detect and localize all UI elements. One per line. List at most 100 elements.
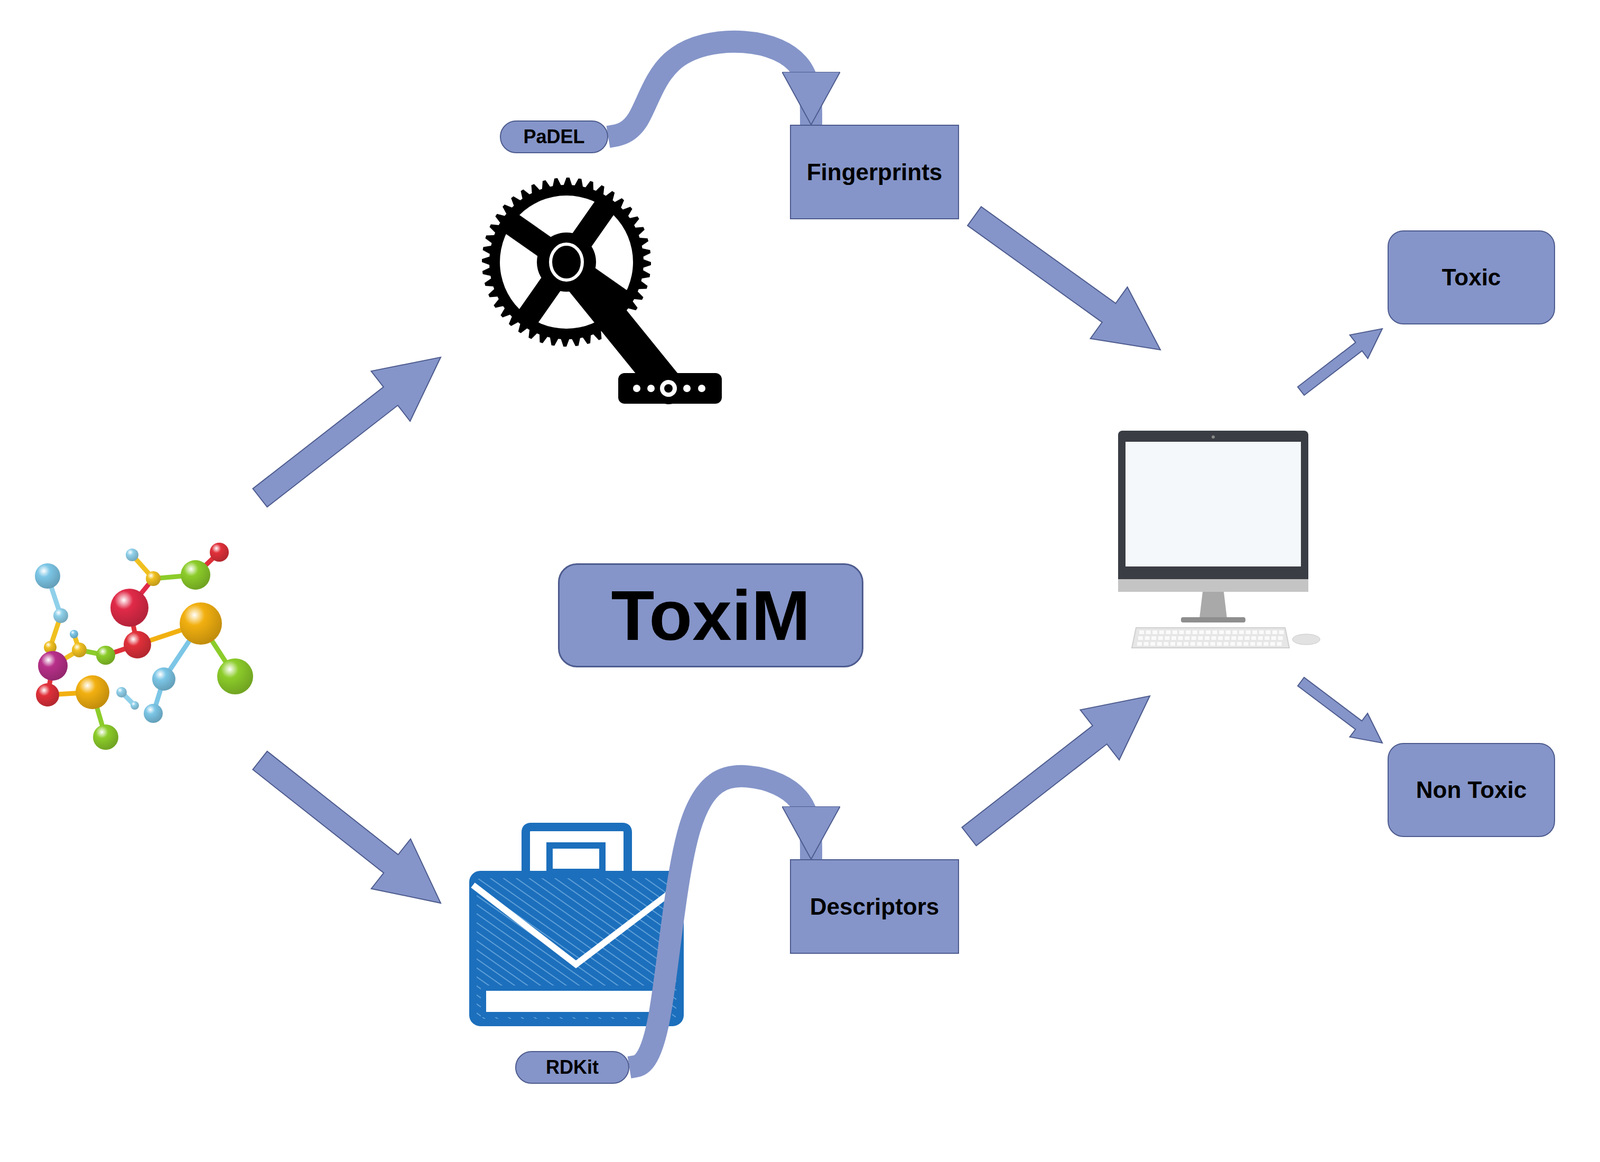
key <box>1231 636 1236 640</box>
key <box>1230 642 1235 646</box>
result-box: Toxic <box>1387 230 1556 325</box>
key <box>1210 642 1216 646</box>
briefcase-icon <box>472 826 681 1023</box>
key <box>1192 630 1198 635</box>
atom <box>35 683 60 707</box>
pedal <box>618 373 722 404</box>
key <box>1265 630 1271 635</box>
atom <box>53 608 69 623</box>
curved-arrow <box>608 41 812 137</box>
block-arrow <box>252 751 441 904</box>
key <box>1271 636 1277 640</box>
atom <box>209 542 229 562</box>
key <box>1204 636 1210 640</box>
pedal-dot <box>683 384 691 393</box>
briefcase-flap <box>472 885 681 965</box>
title-box: ToxiM <box>557 563 864 668</box>
key <box>1277 642 1282 646</box>
tool-pill: RDKit <box>515 1050 630 1084</box>
node-label: Toxic <box>1442 264 1502 291</box>
keyboard <box>1131 627 1290 648</box>
key <box>1196 642 1202 646</box>
pedal-dot <box>647 384 655 393</box>
key <box>1178 636 1184 640</box>
key <box>1158 636 1164 640</box>
atom <box>130 701 139 710</box>
node-label: PaDEL <box>523 125 585 148</box>
key <box>1279 630 1285 635</box>
atom <box>116 686 127 698</box>
briefcase-clasp <box>549 845 603 872</box>
key <box>1190 642 1196 646</box>
key <box>1270 642 1276 646</box>
key <box>1198 630 1204 635</box>
key <box>1138 636 1143 640</box>
crankset-icon <box>481 177 722 404</box>
molecule-icon <box>34 542 254 750</box>
key <box>1184 636 1190 640</box>
pedal-dot <box>659 379 677 397</box>
key <box>1146 630 1151 635</box>
output-box: Descriptors <box>789 859 960 954</box>
key <box>1171 636 1177 640</box>
curved-arrow <box>629 776 812 1068</box>
key <box>1172 630 1178 635</box>
key <box>1139 630 1144 635</box>
key <box>1216 642 1222 646</box>
output-box: Fingerprints <box>789 124 960 220</box>
tool-pill: PaDEL <box>499 120 609 154</box>
monitor-stand <box>1199 591 1227 619</box>
key <box>1159 630 1165 635</box>
computer-icon <box>1118 430 1320 648</box>
pedal-dot <box>664 384 673 393</box>
key <box>1203 642 1209 646</box>
atom <box>217 658 254 695</box>
key <box>1239 630 1244 635</box>
pedal-dot <box>698 384 706 393</box>
key <box>1183 642 1189 646</box>
atom <box>125 548 139 562</box>
monitor-chin <box>1118 579 1309 592</box>
key <box>1238 636 1243 640</box>
key <box>1245 630 1251 635</box>
node-label: ToxiM <box>610 574 811 656</box>
atom <box>180 560 211 590</box>
key <box>1219 630 1224 635</box>
key <box>1164 636 1170 640</box>
key <box>1259 630 1264 635</box>
key <box>1223 642 1229 646</box>
atom <box>38 650 68 681</box>
key <box>1212 630 1218 635</box>
block-arrow <box>1297 677 1383 743</box>
key <box>1179 630 1185 635</box>
key <box>1143 642 1149 646</box>
atom <box>110 588 149 627</box>
node-label: RDKit <box>545 1056 599 1079</box>
briefcase-body <box>472 874 681 1023</box>
atom <box>92 724 119 750</box>
key <box>1278 636 1283 640</box>
node-label: Descriptors <box>810 893 940 920</box>
result-box: Non Toxic <box>1387 742 1556 837</box>
key <box>1217 636 1223 640</box>
key <box>1163 642 1169 646</box>
key <box>1197 636 1203 640</box>
atom <box>143 703 163 723</box>
key <box>1258 636 1263 640</box>
monitor-bezel <box>1118 430 1309 592</box>
key <box>1232 630 1237 635</box>
key <box>1263 642 1269 646</box>
key <box>1152 630 1158 635</box>
block-arrow <box>252 357 441 507</box>
key <box>1224 636 1230 640</box>
camera-dot <box>1211 435 1215 439</box>
pedal-dot <box>633 384 641 393</box>
block-arrow <box>967 206 1161 350</box>
key <box>1225 630 1231 635</box>
key <box>1151 636 1157 640</box>
key <box>1177 642 1183 646</box>
key <box>1251 636 1257 640</box>
key <box>1244 636 1250 640</box>
key <box>1150 642 1156 646</box>
atom <box>123 630 152 659</box>
